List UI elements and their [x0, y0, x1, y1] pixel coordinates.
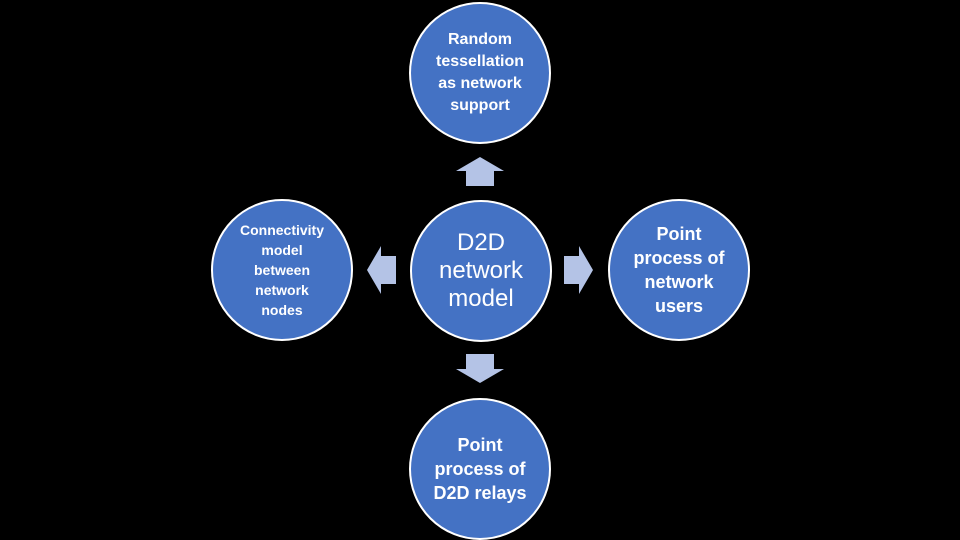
node-left-label: Connectivity model between network nodes: [239, 222, 324, 318]
arrow-down-icon: [456, 354, 504, 383]
node-d2d-relays: Point process of D2D relays: [409, 398, 551, 540]
node-top-label: Random tessellation as network support: [435, 31, 525, 114]
node-random-tessellation: Random tessellation as network support: [409, 2, 551, 144]
arrow-right-icon: [564, 246, 593, 294]
node-bottom-label: Point process of D2D relays: [433, 435, 527, 503]
node-right-label: Point process of network users: [633, 224, 725, 316]
node-connectivity-model: Connectivity model between network nodes: [211, 199, 353, 341]
node-center-label: D2D network model: [438, 229, 524, 312]
arrow-up-icon: [456, 157, 504, 186]
arrow-left-icon: [367, 246, 396, 294]
node-network-users: Point process of network users: [608, 199, 750, 341]
node-d2d-network-model: D2D network model: [410, 200, 552, 342]
